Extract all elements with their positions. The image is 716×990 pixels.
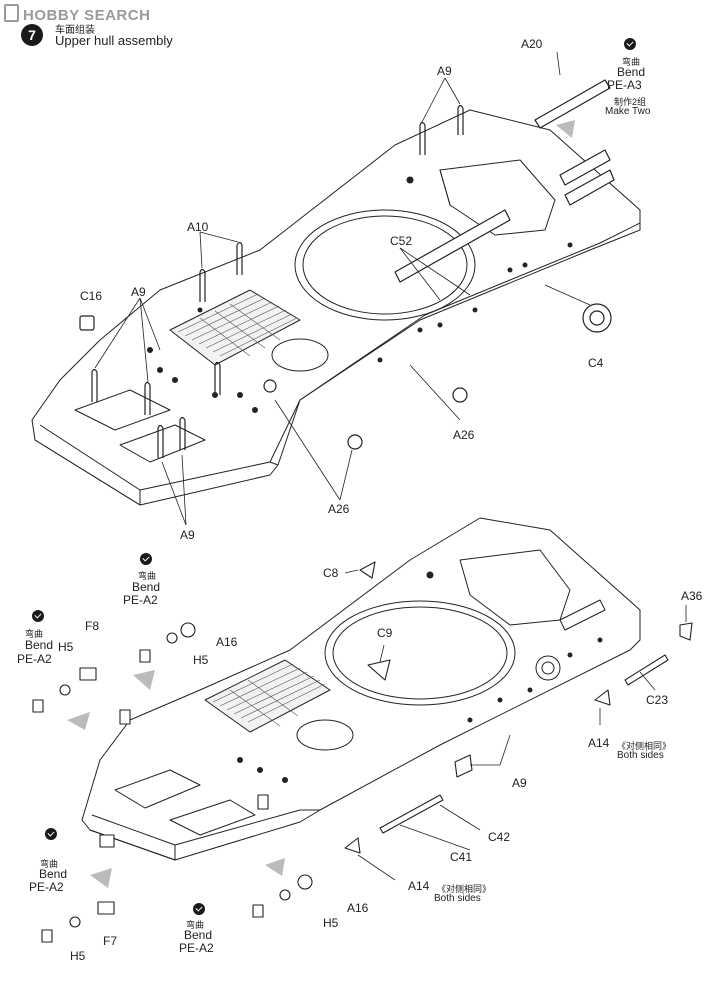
upper-hull-top	[31, 109, 641, 506]
part-h5: H5	[193, 653, 209, 667]
part-c16: C16	[80, 289, 103, 303]
part-h5: H5	[70, 949, 86, 963]
top-leader-lines	[94, 51, 591, 526]
part-c4: C4	[588, 356, 604, 370]
both-sides-cn: 《对侧相同》	[617, 741, 672, 751]
bend-en: Bend	[132, 580, 161, 594]
part-a9: A9	[437, 64, 452, 78]
part-h5: H5	[323, 916, 339, 930]
guide-arrows	[67, 120, 575, 888]
part-a9: A9	[512, 776, 527, 790]
bend-en: Bend	[184, 928, 213, 942]
bend-en: Bend	[39, 867, 68, 881]
bend-en: Bend	[25, 638, 54, 652]
part-f8: F8	[85, 619, 100, 633]
watermark-text: HOBBY SEARCH	[23, 7, 151, 24]
part-c52: C52	[390, 234, 413, 248]
bend-cn: 弯曲	[25, 629, 44, 639]
bend-cn: 弯曲	[186, 920, 205, 930]
part-a20: A20	[521, 37, 543, 51]
part-a9: A9	[131, 285, 146, 299]
bend-icon	[45, 828, 57, 840]
step-number-badge: 7	[21, 24, 43, 46]
both-sides-en: Both sides	[617, 750, 664, 761]
part-a26: A26	[328, 502, 350, 516]
part-c8: C8	[323, 566, 339, 580]
bend-cn: 弯曲	[138, 571, 157, 581]
step-title-en: Upper hull assembly	[55, 33, 173, 48]
watermark-logo: HOBBY SEARCH	[4, 4, 150, 24]
part-c42: C42	[488, 830, 511, 844]
part-a10: A10	[187, 220, 209, 234]
bend-cn: 弯曲	[40, 859, 59, 869]
part-pe-a2: PE-A2	[17, 652, 52, 666]
bend-icon	[32, 610, 44, 622]
part-c23: C23	[646, 693, 669, 707]
part-a26: A26	[453, 428, 475, 442]
part-pe-a3: PE-A3	[607, 78, 642, 92]
make-two-en: Make Two	[605, 106, 651, 117]
part-c9: C9	[377, 626, 393, 640]
part-f7: F7	[103, 934, 118, 948]
part-pe-a2: PE-A2	[123, 593, 158, 607]
part-a36: A36	[681, 589, 703, 603]
bend-icon	[624, 38, 636, 50]
part-h5: H5	[58, 640, 74, 654]
bend-cn: 弯曲	[622, 57, 641, 67]
part-a14: A14	[408, 879, 430, 893]
bottom-parts	[32, 561, 693, 943]
part-a14: A14	[588, 736, 610, 750]
part-pe-a2: PE-A2	[29, 880, 64, 894]
part-a16: A16	[216, 635, 238, 649]
upper-hull-bottom	[81, 517, 641, 861]
part-c41: C41	[450, 850, 473, 864]
bend-icon	[140, 553, 152, 565]
step-title-cn: 车面组装	[55, 25, 95, 36]
bottom-leader-lines	[344, 569, 687, 881]
part-a9: A9	[180, 528, 195, 542]
bend-en: Bend	[617, 65, 646, 79]
both-sides-en: Both sides	[434, 893, 481, 904]
bend-icon	[193, 903, 205, 915]
hobby-search-icon	[4, 4, 19, 22]
make-two-cn: 制作2组	[614, 97, 647, 107]
part-a16: A16	[347, 901, 369, 915]
both-sides-cn: 《对侧相同》	[437, 884, 492, 894]
part-pe-a2: PE-A2	[179, 941, 214, 955]
